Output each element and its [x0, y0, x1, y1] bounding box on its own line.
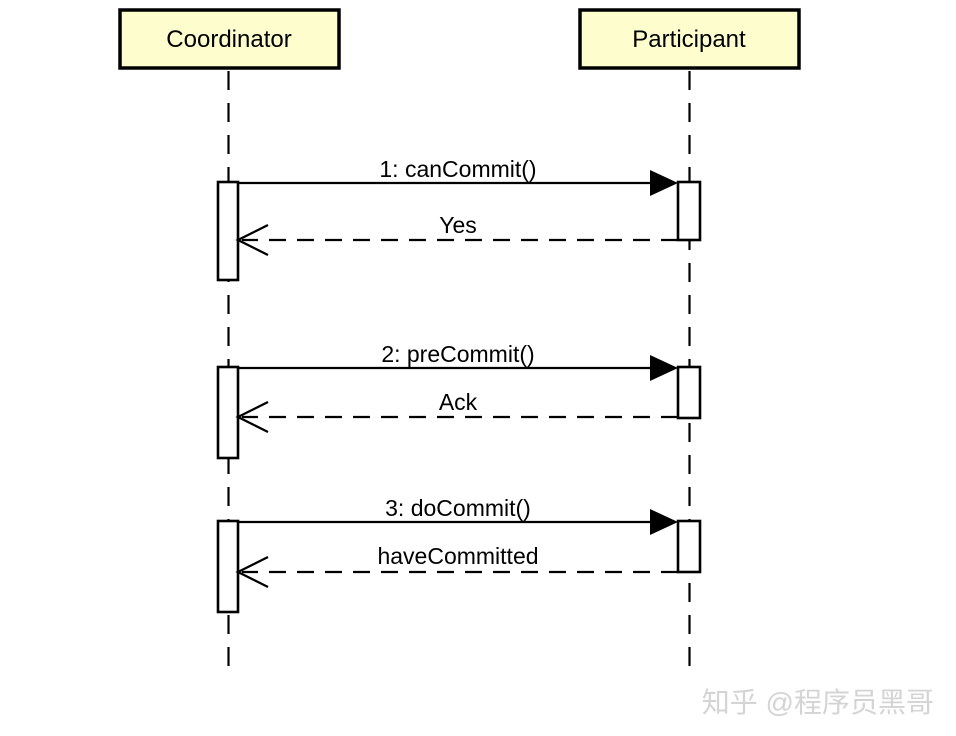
participant-box [578, 8, 801, 70]
coordinator-activation-bar [216, 180, 240, 282]
call-message-label: 1: canCommit() [379, 156, 536, 182]
actor-coordinator: Coordinator [118, 8, 341, 70]
participant-activation-bar [676, 180, 702, 242]
call-message-label: 3: doCommit() [385, 495, 531, 521]
call-arrowhead-icon [650, 355, 678, 381]
call-arrowhead-icon [650, 509, 678, 535]
call-message-label: 2: preCommit() [381, 341, 534, 367]
participant-label: Participant [632, 26, 746, 53]
coordinator-activation-bar [216, 365, 240, 460]
return-arrowhead-icon [235, 223, 269, 257]
return-arrowhead-icon [235, 400, 269, 434]
exchange-can-commit: 1: canCommit() Yes [216, 156, 702, 282]
return-arrowhead-icon [235, 555, 269, 589]
exchange-pre-commit: 2: preCommit() Ack [216, 341, 702, 460]
actor-participant: Participant [578, 8, 801, 70]
return-message-label: Yes [439, 212, 477, 238]
call-arrowhead-icon [650, 170, 678, 196]
exchange-do-commit: 3: doCommit() haveCommitted [216, 495, 702, 614]
coordinator-label: Coordinator [166, 26, 291, 53]
watermark: 知乎 @程序员黑哥 [702, 687, 934, 718]
participant-activation-bar [676, 365, 702, 420]
participant-activation-bar [676, 519, 702, 574]
coordinator-activation-bar [216, 519, 240, 614]
coordinator-box [118, 8, 341, 70]
return-message-label: Ack [439, 389, 478, 415]
return-message-label: haveCommitted [377, 543, 538, 569]
